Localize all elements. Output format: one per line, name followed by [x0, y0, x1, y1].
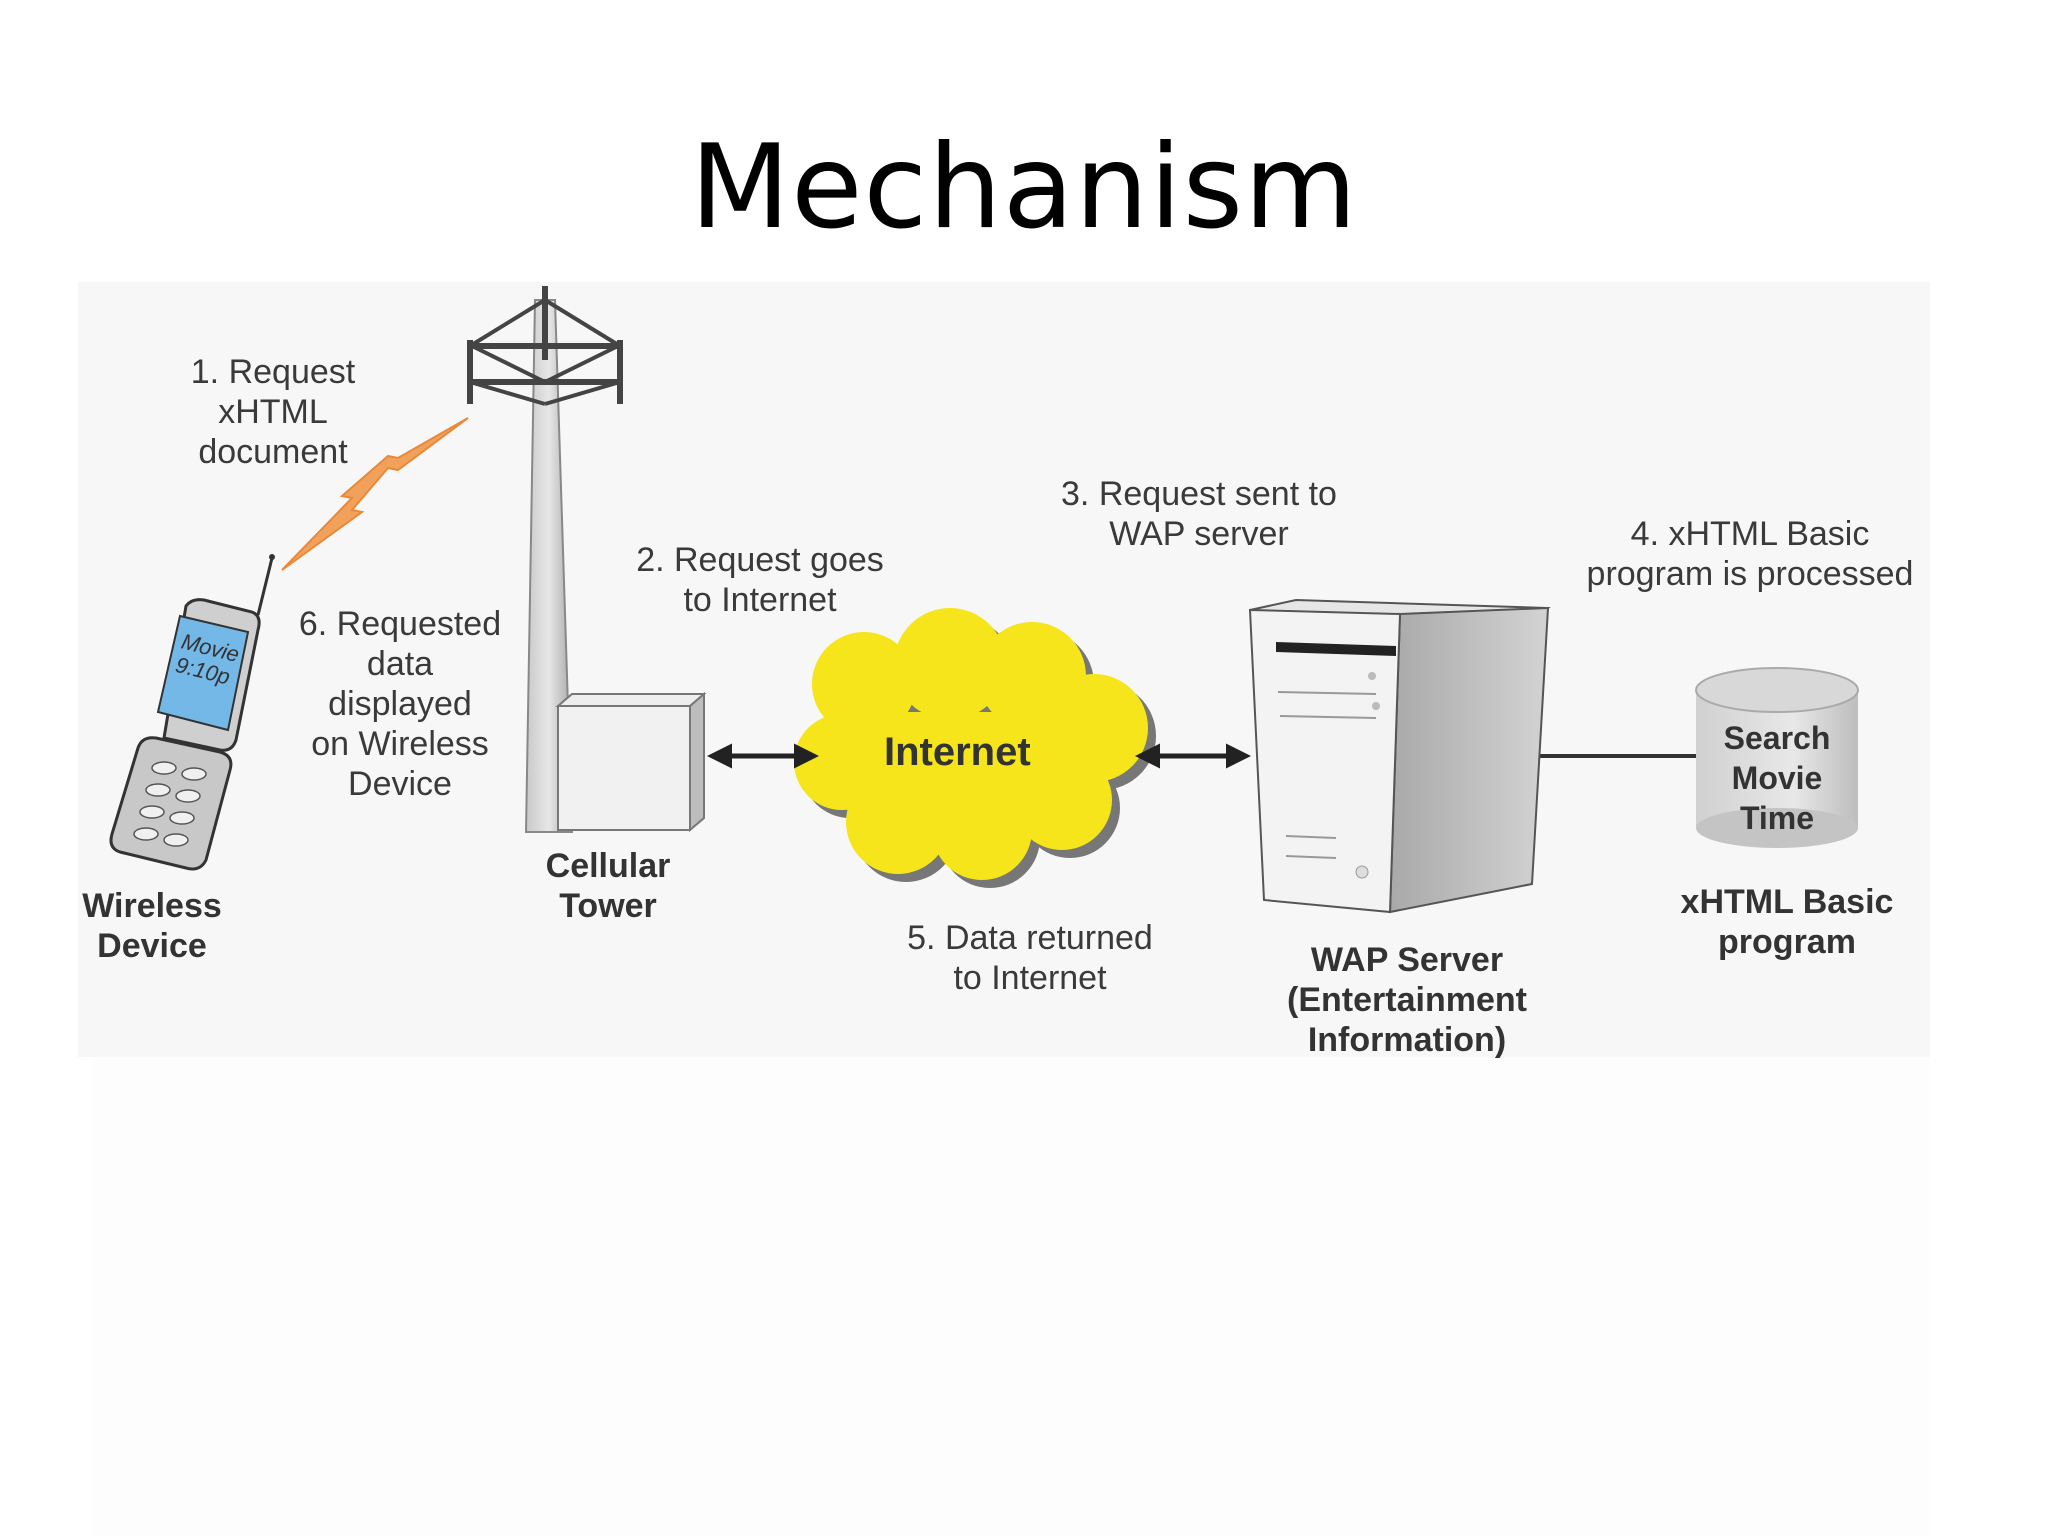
- server-icon: [1248, 598, 1551, 914]
- step-5-label: 5. Data returned to Internet: [907, 919, 1153, 997]
- xhtml-program-label: xHTML Basic program: [1680, 883, 1894, 961]
- wireless-device-label: Wireless Device: [82, 887, 222, 965]
- cellular-tower-label: Cellular Tower: [545, 847, 671, 925]
- lightning-icon: [281, 417, 469, 571]
- internet-label: Internet: [884, 730, 1031, 774]
- cloud-icon: [794, 608, 1156, 888]
- tower-icon: [467, 286, 707, 833]
- step-6-label: 6. Requested data displayed on Wireless …: [298, 605, 502, 803]
- step-1-label: 1. Request xHTML document: [190, 353, 356, 471]
- slide-title: Mechanism: [689, 120, 1358, 255]
- database-label: Search Movie Time: [1723, 720, 1831, 836]
- wap-server-label: WAP Server (Entertainment Information): [1287, 941, 1527, 1059]
- step-4-label: 4. xHTML Basic program is processed: [1586, 515, 1914, 593]
- phone-icon: [109, 554, 275, 871]
- step-2-label: 2. Request goes to Internet: [636, 541, 884, 619]
- blank-area: [92, 1057, 1930, 1536]
- step-3-label: 3. Request sent to WAP server: [1061, 475, 1337, 553]
- database-icon: [1695, 667, 1859, 848]
